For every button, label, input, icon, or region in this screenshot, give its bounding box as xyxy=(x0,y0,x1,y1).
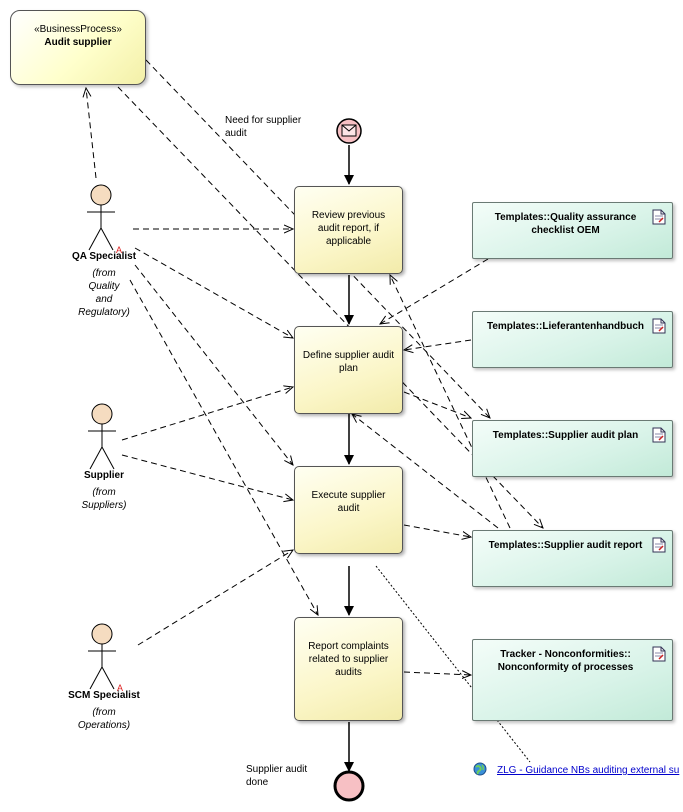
activity-label-line: Review previous xyxy=(311,210,386,221)
dep-handbuch-to-define[interactable] xyxy=(404,339,472,350)
dep-audit-report-to-define[interactable] xyxy=(352,414,499,529)
activity-label-line: Execute supplier xyxy=(311,490,386,501)
dep-scm-to-execute[interactable] xyxy=(137,550,293,646)
artifact-qa-checklist[interactable]: Templates::Quality assurance checklist O… xyxy=(472,202,673,259)
activity-label-line: related to supplier xyxy=(308,654,389,665)
document-icon xyxy=(652,646,666,662)
actor-scm-figure[interactable]: A xyxy=(88,623,123,693)
activity-label-line: audit report, if xyxy=(317,223,380,234)
svg-text:A: A xyxy=(116,245,122,255)
activity-label-line: plan xyxy=(339,363,358,374)
actor-from-line: (from xyxy=(92,268,116,279)
activity-define-audit-plan[interactable]: Define supplier audit plan xyxy=(294,326,403,414)
document-icon xyxy=(652,537,666,553)
activity-label-line: applicable xyxy=(325,236,372,247)
actor-name: SCM Specialist xyxy=(68,690,140,701)
activity-label-line: audits xyxy=(335,667,362,678)
end-event-label-line1: Supplier audit xyxy=(246,764,308,775)
guidance-hyperlink[interactable]: ZLG - Guidance NBs auditing external su xyxy=(497,765,680,776)
artifact-label-line: Templates::Quality assurance xyxy=(494,212,637,223)
activity-label-line: Define supplier audit xyxy=(302,350,395,361)
svg-text:A: A xyxy=(117,683,123,693)
globe-icon xyxy=(473,762,487,776)
activity-report-complaints[interactable]: Report complaints related to supplier au… xyxy=(294,617,403,721)
actor-from-line: (from xyxy=(92,707,116,718)
dep-qa-to-bp[interactable] xyxy=(86,88,97,179)
dep-bp-to-audit-plan[interactable] xyxy=(145,59,490,418)
activity-review-previous-report[interactable]: Review previous audit report, if applica… xyxy=(294,186,403,274)
actor-from-line: (from xyxy=(92,487,116,498)
actor-supplier-label: Supplier (from Suppliers) xyxy=(56,469,152,512)
envelope-icon xyxy=(341,124,357,137)
activity-execute-audit[interactable]: Execute supplier audit xyxy=(294,466,403,554)
dep-execute-to-audit-report[interactable] xyxy=(403,524,471,537)
start-event-label-line1: Need for supplier xyxy=(225,115,302,126)
end-event[interactable] xyxy=(333,770,365,802)
end-event-label: Supplier audit done xyxy=(246,763,307,789)
artifact-label-line: Templates::Supplier audit report xyxy=(488,540,643,551)
business-process-audit-supplier[interactable]: «BusinessProcess» Audit supplier xyxy=(10,10,146,85)
artifact-label-line: Nonconformity of processes xyxy=(497,662,634,673)
activity-label-line: audit xyxy=(337,503,360,514)
dep-report-to-nonconformity[interactable] xyxy=(403,672,471,675)
actor-from-line: Suppliers) xyxy=(81,500,127,511)
artifact-label-line: Templates::Lieferantenhandbuch xyxy=(486,321,645,332)
document-icon xyxy=(652,318,666,334)
dep-define-to-audit-plan[interactable] xyxy=(403,391,471,418)
start-event-label: Need for supplier audit xyxy=(225,114,301,140)
dep-qa-to-report[interactable] xyxy=(129,279,318,615)
actor-from-line: and xyxy=(95,294,113,305)
end-event-label-line2: done xyxy=(246,777,269,788)
actor-from-line: Quality xyxy=(88,281,120,292)
artifact-label-line: Tracker - Nonconformities:: xyxy=(500,649,631,660)
dep-qa-to-define[interactable] xyxy=(134,247,293,338)
actor-supplier-figure[interactable] xyxy=(88,403,116,470)
dep-audit-report-to-review[interactable] xyxy=(390,275,511,529)
actor-from-line: Regulatory) xyxy=(78,307,130,318)
actor-qa-figure[interactable]: A xyxy=(87,184,122,255)
dep-execute-to-link[interactable] xyxy=(375,565,531,763)
actor-name: Supplier xyxy=(83,470,124,481)
stick-figure-icon xyxy=(88,403,116,470)
artifact-label-line: checklist OEM xyxy=(531,225,600,236)
artifact-label-line: Templates::Supplier audit plan xyxy=(492,430,639,441)
actor-qa-label: QA Specialist (from Quality and Regulato… xyxy=(56,250,152,319)
actor-name: QA Specialist xyxy=(71,251,137,262)
business-process-name: Audit supplier xyxy=(44,37,112,48)
artifact-lieferantenhandbuch[interactable]: Templates::Lieferantenhandbuch xyxy=(472,311,673,368)
document-icon xyxy=(652,427,666,443)
start-event-label-line2: audit xyxy=(225,128,247,139)
business-process-stereotype: «BusinessProcess» xyxy=(34,24,122,35)
dep-checklist-to-define[interactable] xyxy=(380,258,489,324)
actor-from-line: Operations) xyxy=(77,720,131,731)
actor-scm-label: SCM Specialist (from Operations) xyxy=(56,689,152,732)
dep-qa-to-execute[interactable] xyxy=(134,264,293,465)
artifact-supplier-audit-report[interactable]: Templates::Supplier audit report xyxy=(472,530,673,587)
start-event[interactable] xyxy=(336,118,362,144)
stick-figure-icon xyxy=(87,184,115,251)
artifact-nonconformity[interactable]: Tracker - Nonconformities:: Nonconformit… xyxy=(472,639,673,721)
stick-figure-icon xyxy=(88,623,116,690)
activity-label-line: Report complaints xyxy=(308,641,389,652)
artifact-supplier-audit-plan[interactable]: Templates::Supplier audit plan xyxy=(472,420,673,477)
document-icon xyxy=(652,209,666,225)
